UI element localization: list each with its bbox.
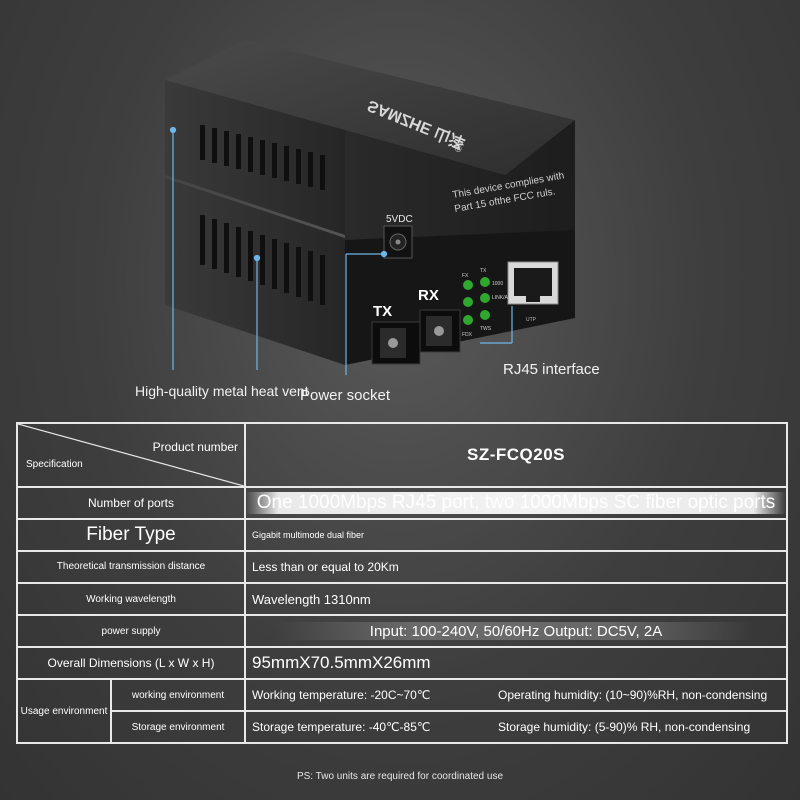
status-leds: [463, 277, 490, 325]
storage-environment-value: Storage temperature: -40℃-85℃ Storage hu…: [244, 710, 788, 744]
tx-label: TX: [373, 303, 392, 320]
working-environment-value: Working temperature: -20C~70℃ Operating …: [244, 678, 788, 712]
table-row: Theoretical transmission distance Less t…: [16, 550, 788, 584]
dimensions-value: 95mmX70.5mmX26mm: [244, 646, 788, 680]
media-converter-image: SAMZHE 山泽 ® This device complies with Pa…: [165, 40, 575, 375]
table-row: Working wavelength Wavelength 1310nm: [16, 582, 788, 616]
power-label: 5VDC: [386, 214, 413, 225]
wavelength-value: Wavelength 1310nm: [244, 582, 788, 616]
led-label-link: LINK/ACT: [492, 295, 515, 301]
model-number: SZ-FCQ20S: [244, 422, 788, 488]
heat-vent: [200, 125, 325, 305]
led-label-fdx: FDX: [462, 332, 473, 338]
power-supply-value: Input: 100-240V, 50/60Hz Output: DC5V, 2…: [369, 622, 663, 640]
table-row: Storage environment Storage temperature:…: [17, 710, 788, 744]
utp-label: UTP: [526, 317, 537, 323]
fiber-type-value: Gigabit multimode dual fiber: [244, 518, 788, 552]
working-environment-label: working environment: [110, 678, 246, 712]
wavelength-label: Working wavelength: [16, 582, 246, 616]
table-row: power supply Input: 100-240V, 50/60Hz Ou…: [16, 614, 788, 648]
header-label-cell: Product number Specification: [16, 422, 246, 488]
ports-value-cell: One 1000Mbps RJ45 port, two 1000Mbps SC …: [244, 486, 788, 520]
power-supply-label: power supply: [16, 614, 246, 648]
table-row: Number of ports One 1000Mbps RJ45 port, …: [16, 486, 788, 520]
table-row: Fiber Type Gigabit multimode dual fiber: [16, 518, 788, 552]
storage-humidity: Storage humidity: (5-90)% RH, non-conden…: [498, 720, 751, 734]
annotation-rj45: RJ45 interface: [503, 361, 600, 378]
ports-value: One 1000Mbps RJ45 port, two 1000Mbps SC …: [256, 492, 776, 513]
led-label-1000: 1000: [492, 281, 503, 287]
annotation-power-socket: Power socket: [300, 387, 391, 404]
distance-label: Theoretical transmission distance: [16, 550, 246, 584]
power-supply-value-cell: Input: 100-240V, 50/60Hz Output: DC5V, 2…: [244, 614, 788, 648]
rj45-port: [507, 261, 559, 305]
table-row: Overall Dimensions (L x W x H) 95mmX70.5…: [16, 646, 788, 680]
distance-value: Less than or equal to 20Km: [244, 550, 788, 584]
led-label-tws: TWS: [480, 326, 492, 332]
diagonal-divider: [19, 425, 243, 485]
storage-temperature: Storage temperature: -40℃-85℃: [252, 720, 431, 734]
specification-label: Specification: [26, 459, 83, 470]
specification-table: Product number Specification SZ-FCQ20S N…: [16, 422, 788, 744]
footnote: PS: Two units are required for coordinat…: [296, 771, 504, 782]
led-label-fx: FX: [462, 273, 469, 279]
led-label-tx: TX: [480, 268, 487, 274]
storage-environment-label: Storage environment: [110, 710, 246, 744]
annotation-heat-vent: High-quality metal heat vent: [135, 383, 309, 399]
fiber-type-label: Fiber Type: [16, 518, 246, 552]
operating-humidity: Operating humidity: (10~90)%RH, non-cond…: [498, 688, 768, 702]
usage-environment-label: Usage environment: [16, 678, 112, 744]
rx-label: RX: [418, 287, 439, 304]
dimensions-label: Overall Dimensions (L x W x H): [16, 646, 246, 680]
product-number-label: Product number: [152, 440, 238, 454]
sc-fiber-ports: [371, 309, 461, 365]
table-row: Usage environment working environment Wo…: [16, 678, 788, 744]
table-header-row: Product number Specification SZ-FCQ20S: [16, 422, 788, 488]
product-illustration: SAMZHE 山泽 ® This device complies with Pa…: [135, 40, 600, 404]
device-left-face: [165, 80, 345, 235]
device-top-face: [165, 40, 575, 175]
working-temperature: Working temperature: -20C~70℃: [252, 688, 431, 702]
registered-mark: ®: [455, 144, 462, 154]
ports-label: Number of ports: [16, 486, 246, 520]
